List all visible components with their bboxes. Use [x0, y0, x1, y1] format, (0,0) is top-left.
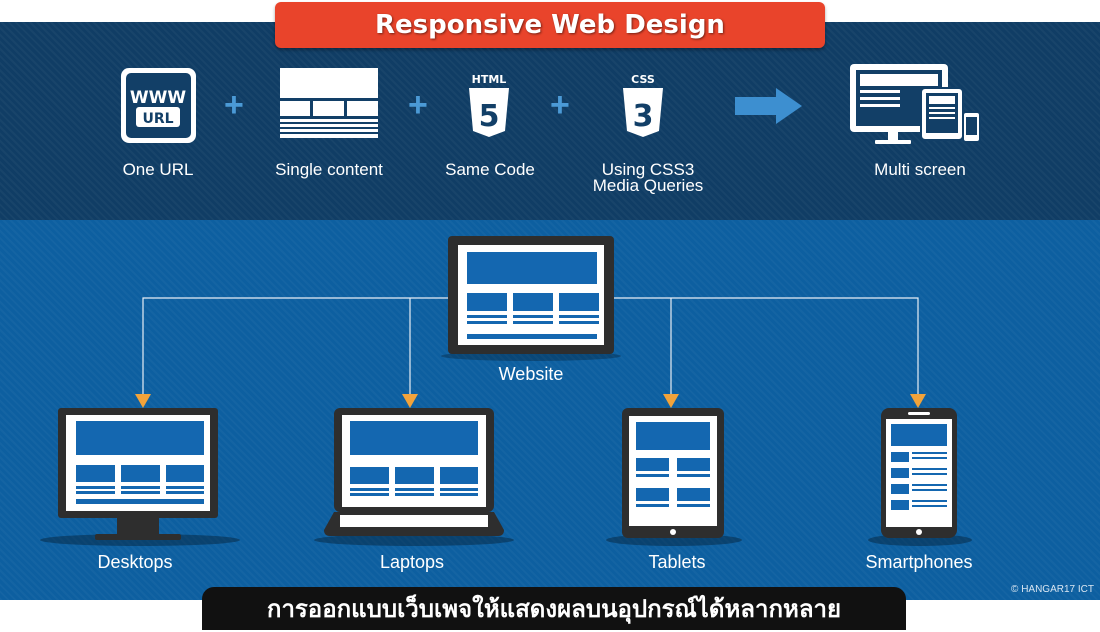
css3-label-line1: Using CSS3: [601, 160, 695, 179]
multi-screen-icon: [850, 64, 981, 144]
website-label: Website: [498, 364, 564, 384]
down-arrow-icon: [402, 394, 418, 408]
thai-caption: การออกแบบเว็บเพจให้แสดงผลบนอุปกรณ์ได้หลา…: [266, 595, 842, 623]
same-code-label: Same Code: [445, 160, 535, 179]
page-title: Responsive Web Design: [375, 10, 725, 40]
down-arrow-icon: [910, 394, 926, 408]
tablet-icon: [606, 408, 742, 546]
css3-icon-digit: 3: [633, 99, 654, 134]
html5-icon-digit: 5: [479, 99, 500, 134]
website-icon: [441, 236, 621, 361]
thai-caption-bar: การออกแบบเว็บเพจให้แสดงผลบนอุปกรณ์ได้หลา…: [202, 587, 906, 630]
desktops-label: Desktops: [97, 552, 173, 572]
plus-sign: +: [550, 86, 570, 124]
down-arrows: [135, 394, 926, 408]
html5-icon-caption: HTML: [472, 73, 507, 86]
right-arrow-icon: [735, 88, 802, 124]
multi-screen-label: Multi screen: [874, 160, 966, 179]
one-url-label: One URL: [122, 160, 194, 179]
single-content-label: Single content: [275, 160, 383, 179]
tablets-label: Tablets: [648, 552, 706, 572]
url-icon: WWW URL: [121, 68, 196, 143]
smartphones-label: Smartphones: [865, 552, 973, 572]
url-icon-url: URL: [142, 111, 173, 127]
copyright-text: © HANGAR17 ICT: [1011, 584, 1094, 595]
smartphone-icon: [868, 408, 972, 546]
html5-icon: HTML 5: [469, 73, 509, 137]
url-icon-www: WWW: [130, 88, 187, 108]
laptop-icon: [314, 408, 514, 546]
css3-label-line2: Media Queries: [592, 176, 704, 195]
desktop-icon: [40, 408, 240, 546]
plus-sign: +: [408, 86, 428, 124]
down-arrow-icon: [663, 394, 679, 408]
plus-sign: +: [224, 86, 244, 124]
down-arrow-icon: [135, 394, 151, 408]
css3-icon: CSS 3: [623, 73, 663, 137]
css3-icon-caption: CSS: [631, 73, 655, 86]
connector-lines: [142, 297, 919, 398]
laptops-label: Laptops: [379, 552, 445, 572]
title-banner: Responsive Web Design: [275, 2, 825, 48]
content-layout-icon: [280, 68, 378, 138]
